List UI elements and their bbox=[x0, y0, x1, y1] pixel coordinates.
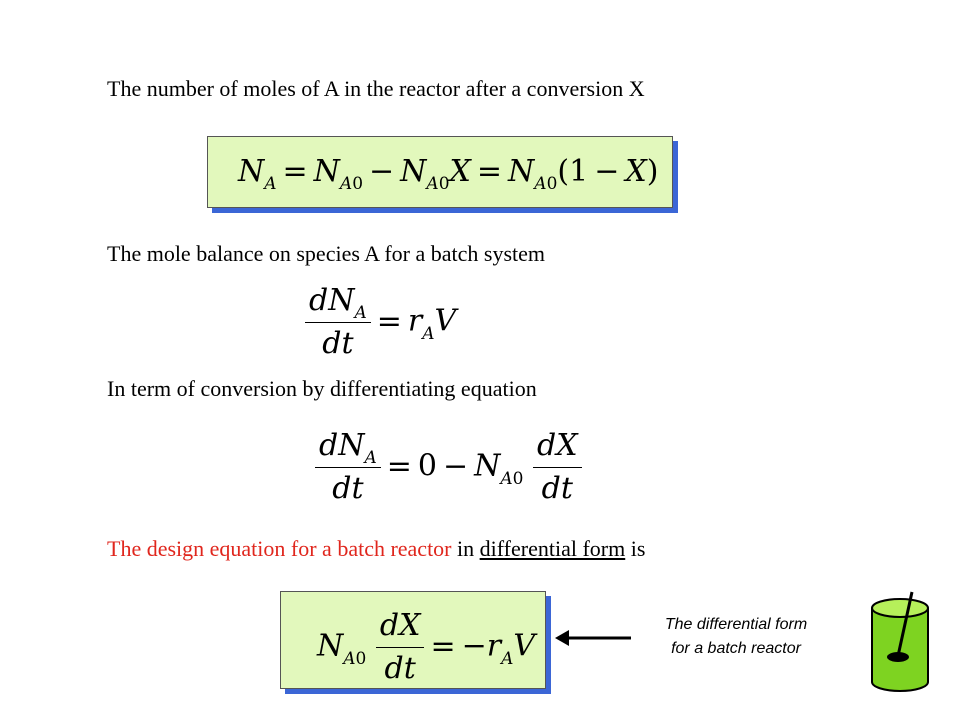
equation-moles-of-a: NA=NA0−NA0X=NA0(1−X) bbox=[238, 154, 659, 194]
text-mole-balance: The mole balance on species A for a batc… bbox=[107, 241, 546, 266]
equation-box-moles: NA=NA0−NA0X=NA0(1−X) bbox=[207, 136, 673, 208]
batch-reactor-icon bbox=[871, 591, 929, 692]
text-is: is bbox=[625, 536, 646, 561]
note-differential-form: The differential form for a batch reacto… bbox=[636, 613, 836, 661]
arrow-left-icon bbox=[555, 630, 631, 646]
text-moles-after-conversion: The number of moles of A in the reactor … bbox=[107, 76, 645, 101]
text-design-equation: The design equation for a batch reactor … bbox=[107, 538, 645, 560]
note-line-1: The differential form bbox=[664, 616, 808, 633]
note-line-2: for a batch reactor bbox=[671, 640, 801, 657]
text-conversion-differentiating: In term of conversion by differentiating… bbox=[107, 376, 537, 401]
design-equation-highlight: The design equation for a batch reactor bbox=[107, 536, 452, 561]
differential-form-underlined: differential form bbox=[479, 536, 626, 561]
text-in: in bbox=[451, 536, 480, 561]
